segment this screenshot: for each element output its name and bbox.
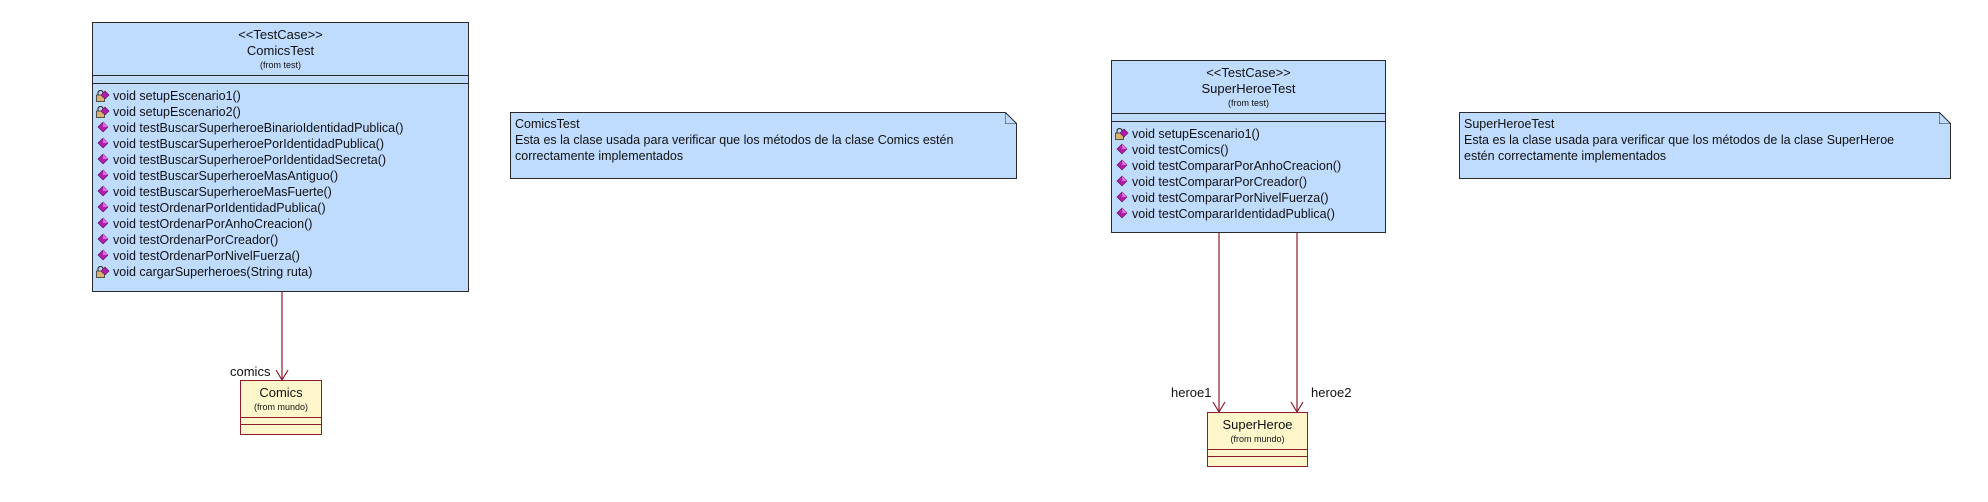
private-method-icon: [95, 265, 111, 279]
operation-signature: void testBuscarSuperheroeBinarioIdentida…: [113, 121, 404, 135]
operation-row[interactable]: void cargarSuperheroes(String ruta): [95, 264, 468, 280]
public-method-icon: [95, 185, 111, 199]
operation-row[interactable]: void testBuscarSuperheroePorIdentidadPub…: [95, 136, 468, 152]
operation-signature: void testBuscarSuperheroeMasAntiguo(): [113, 169, 339, 183]
note-title: SuperHeroeTest: [1464, 117, 1555, 131]
operation-signature: void testCompararPorAnhoCreacion(): [1132, 159, 1342, 173]
operation-row[interactable]: void setupEscenario1(): [95, 88, 468, 104]
note-fold-corner: [1939, 112, 1951, 124]
class-name: Comics: [259, 385, 303, 400]
operation-signature: void testCompararIdentidadPublica(): [1132, 207, 1335, 221]
operation-signature: void testComics(): [1132, 143, 1229, 157]
operation-row[interactable]: void testBuscarSuperheroeMasFuerte(): [95, 184, 468, 200]
public-method-icon: [1114, 191, 1130, 205]
private-method-icon: [1114, 127, 1130, 141]
operation-row[interactable]: void testBuscarSuperheroeMasAntiguo(): [95, 168, 468, 184]
class-superheroe[interactable]: SuperHeroe (from mundo): [1207, 412, 1308, 467]
note-superheroetest[interactable]: SuperHeroeTest Esta es la clase usada pa…: [1459, 112, 1951, 179]
role-label-heroe2: heroe2: [1311, 385, 1352, 400]
public-method-icon: [95, 217, 111, 231]
operation-row[interactable]: void setupEscenario2(): [95, 104, 468, 120]
operation-signature: void testCompararPorNivelFuerza(): [1132, 191, 1329, 205]
note-comicstest[interactable]: ComicsTest Esta es la clase usada para v…: [510, 112, 1017, 179]
operation-signature: void testOrdenarPorAnhoCreacion(): [113, 217, 313, 231]
note-line: correctamente implementados: [515, 149, 684, 163]
operations-compartment: [1208, 456, 1307, 463]
operation-row[interactable]: void testBuscarSuperheroePorIdentidadSec…: [95, 152, 468, 168]
public-method-icon: [1114, 143, 1130, 157]
private-method-icon: [95, 89, 111, 103]
class-comics[interactable]: Comics (from mundo): [240, 380, 322, 435]
class-header: <<TestCase>> ComicsTest (from test): [93, 23, 468, 75]
package-label: (from test): [1227, 98, 1269, 108]
operation-signature: void testBuscarSuperheroePorIdentidadPub…: [113, 137, 384, 151]
note-line: Esta es la clase usada para verificar qu…: [515, 133, 954, 147]
note-title: ComicsTest: [515, 117, 580, 131]
public-method-icon: [1114, 207, 1130, 221]
operation-signature: void testOrdenarPorNivelFuerza(): [113, 249, 300, 263]
private-method-icon: [95, 105, 111, 119]
public-method-icon: [95, 137, 111, 151]
operation-row[interactable]: void testOrdenarPorAnhoCreacion(): [95, 216, 468, 232]
operation-row[interactable]: void testBuscarSuperheroeBinarioIdentida…: [95, 120, 468, 136]
operation-signature: void testBuscarSuperheroePorIdentidadSec…: [113, 153, 387, 167]
operations-compartment: [241, 424, 321, 431]
operation-row[interactable]: void testCompararPorNivelFuerza(): [1114, 190, 1385, 206]
operation-signature: void testCompararPorCreador(): [1132, 175, 1308, 189]
operations-compartment: void setupEscenario1() void testComics() v…: [1112, 121, 1385, 222]
operation-signature: void setupEscenario1(): [113, 89, 241, 103]
class-comicstest[interactable]: <<TestCase>> ComicsTest (from test) void…: [92, 22, 469, 292]
operation-signature: void testOrdenarPorIdentidadPublica(): [113, 201, 326, 215]
public-method-icon: [95, 153, 111, 167]
attributes-compartment: [1112, 113, 1385, 121]
public-method-icon: [95, 233, 111, 247]
public-method-icon: [95, 201, 111, 215]
operation-row[interactable]: void setupEscenario1(): [1114, 126, 1385, 142]
operation-row[interactable]: void testOrdenarPorNivelFuerza(): [95, 248, 468, 264]
operation-signature: void testBuscarSuperheroeMasFuerte(): [113, 185, 332, 199]
class-name: SuperHeroeTest: [1201, 81, 1296, 96]
public-method-icon: [1114, 175, 1130, 189]
public-method-icon: [1114, 159, 1130, 173]
operation-row[interactable]: void testCompararIdentidadPublica(): [1114, 206, 1385, 222]
role-label-heroe1: heroe1: [1171, 385, 1212, 400]
attributes-compartment: [1208, 449, 1307, 456]
note-line: Esta es la clase usada para verificar qu…: [1464, 133, 1895, 147]
package-label: (from test): [259, 60, 301, 70]
public-method-icon: [95, 249, 111, 263]
operation-row[interactable]: void testOrdenarPorCreador(): [95, 232, 468, 248]
operation-row[interactable]: void testCompararPorCreador(): [1114, 174, 1385, 190]
operation-signature: void testOrdenarPorCreador(): [113, 233, 279, 247]
operations-compartment: void setupEscenario1() void setupEscenari…: [93, 83, 468, 280]
operation-signature: void setupEscenario1(): [1132, 127, 1260, 141]
operation-row[interactable]: void testOrdenarPorIdentidadPublica(): [95, 200, 468, 216]
operation-row[interactable]: void testCompararPorAnhoCreacion(): [1114, 158, 1385, 174]
public-method-icon: [95, 169, 111, 183]
class-name: ComicsTest: [246, 43, 315, 58]
public-method-icon: [95, 121, 111, 135]
operation-signature: void cargarSuperheroes(String ruta): [113, 265, 313, 279]
role-label-comics: comics: [230, 364, 271, 379]
operation-row[interactable]: void testComics(): [1114, 142, 1385, 158]
class-header: <<TestCase>> SuperHeroeTest (from test): [1112, 61, 1385, 113]
attributes-compartment: [241, 417, 321, 424]
stereotype-label: <<TestCase>>: [238, 27, 323, 42]
note-fold-corner: [1005, 112, 1017, 124]
class-superheroetest[interactable]: <<TestCase>> SuperHeroeTest (from test) …: [1111, 60, 1386, 233]
class-name: SuperHeroe: [1222, 417, 1293, 432]
note-line: estén correctamente implementados: [1464, 149, 1667, 163]
package-label: (from mundo): [1230, 434, 1285, 444]
operation-signature: void setupEscenario2(): [113, 105, 241, 119]
attributes-compartment: [93, 75, 468, 83]
package-label: (from mundo): [253, 402, 308, 412]
stereotype-label: <<TestCase>>: [1206, 65, 1291, 80]
